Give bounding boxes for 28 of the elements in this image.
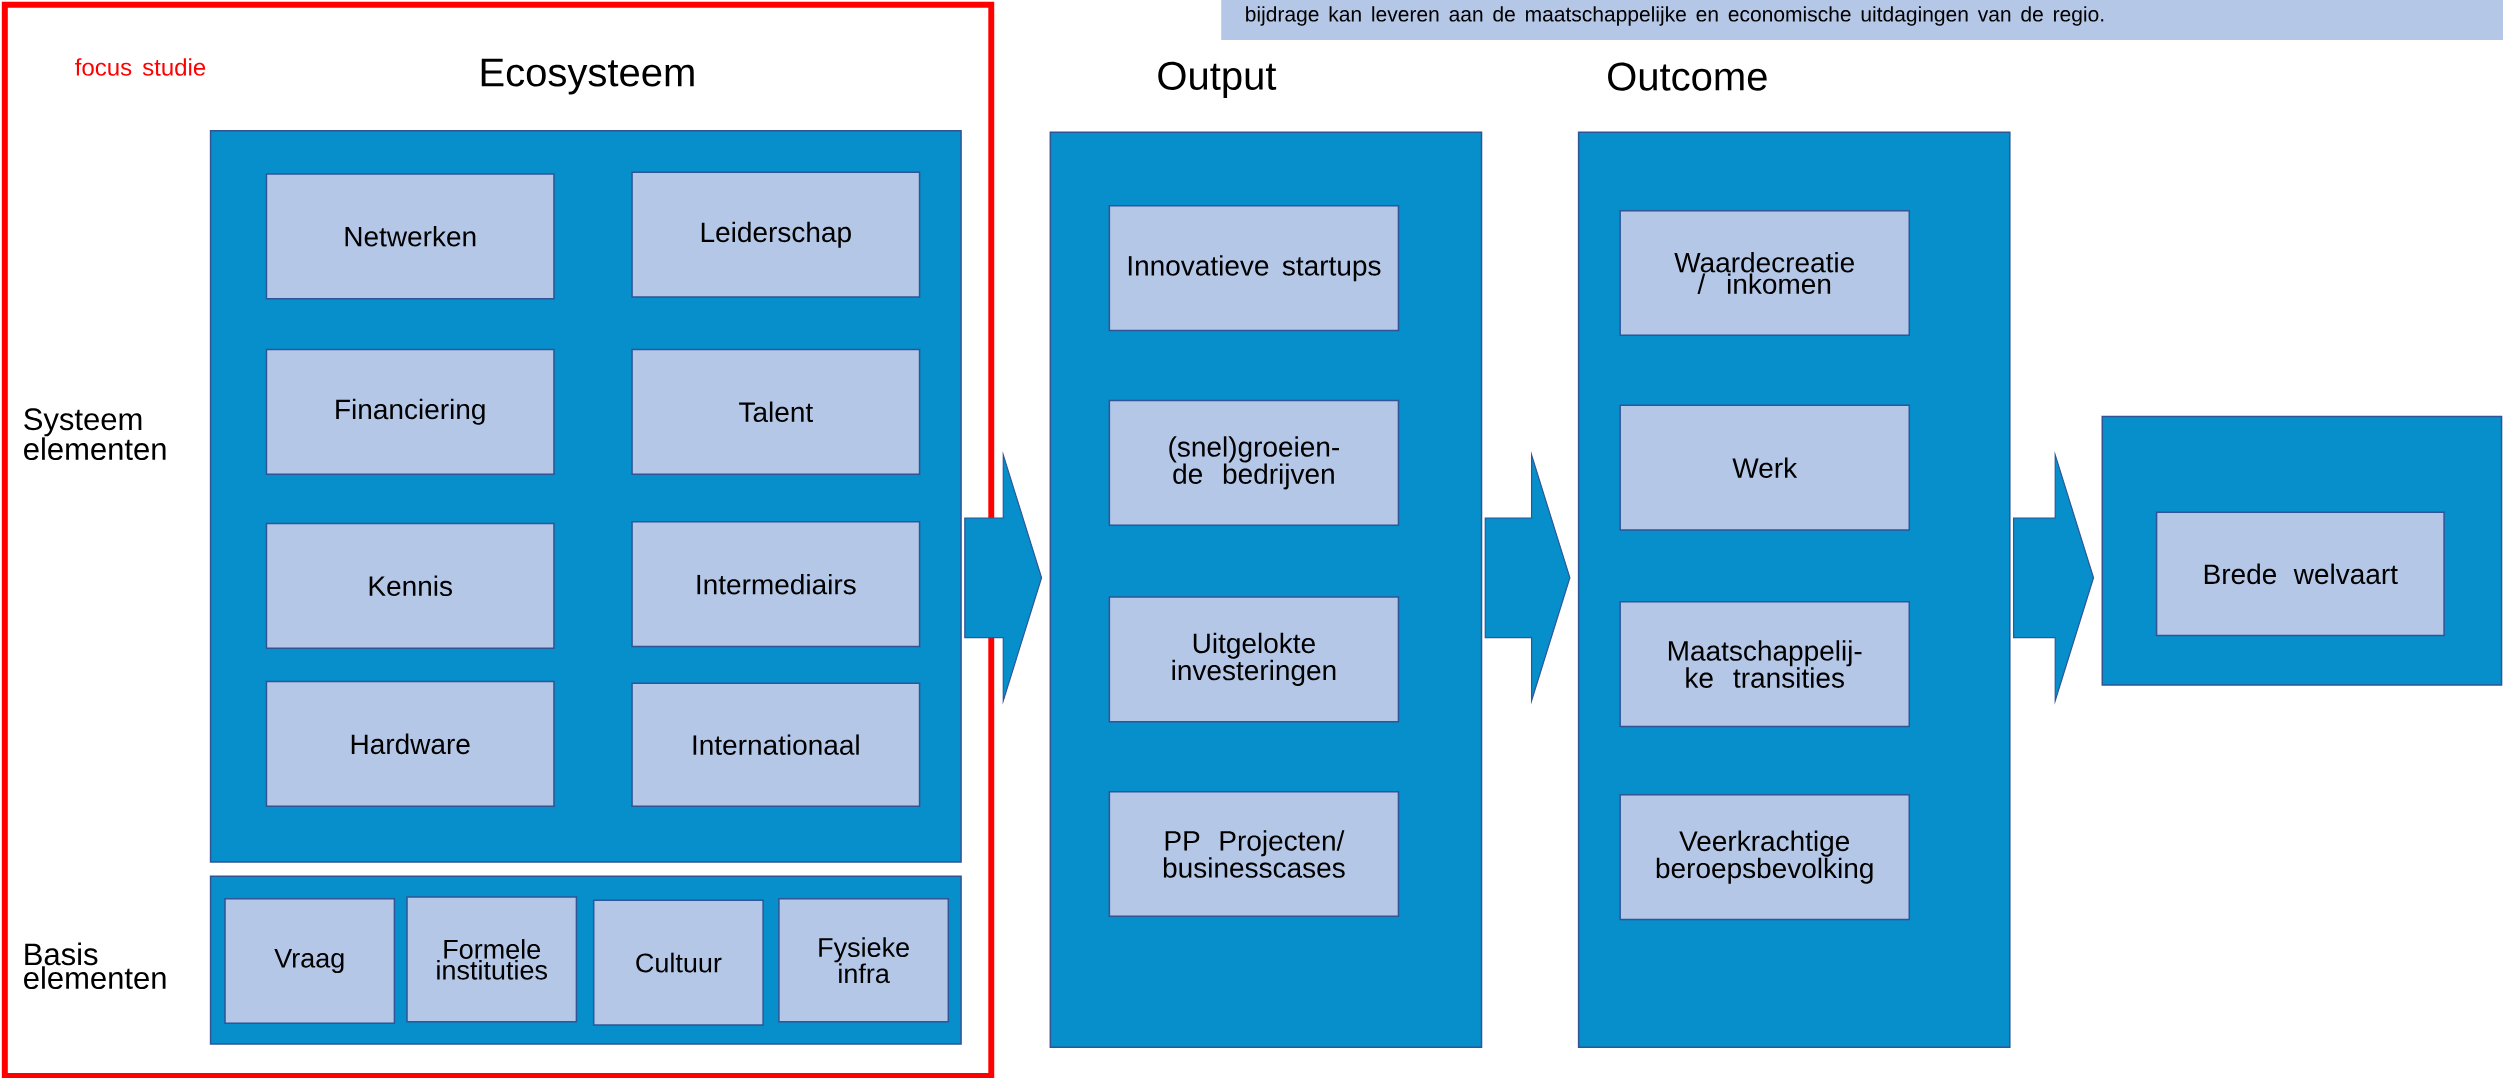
element-box: Netwerken — [265, 173, 555, 300]
block-arrow — [1484, 450, 1571, 705]
element-box: Cultuur — [592, 899, 764, 1026]
side-label: Systeem elementen — [24, 408, 166, 461]
element-box: Vraag — [224, 897, 396, 1025]
element-box: Innovatieve startups — [1108, 205, 1400, 332]
element-box: Werk — [1619, 404, 1910, 531]
element-box: Kennis — [265, 522, 555, 649]
element-box: Intermediairs — [631, 521, 921, 648]
element-box: Maatschappelij- ke transities — [1619, 601, 1910, 728]
element-box: Fysieke infra — [778, 897, 950, 1023]
node-label: Outcome — [1608, 62, 1767, 91]
element-box: Waardecreatie / inkomen — [1619, 209, 1910, 337]
note-box: bijdrage kan leveren aan de maatschappelijke en economische uitdagingen van de regio. — [1221, 0, 2503, 40]
element-box: Brede welvaart — [2155, 511, 2445, 637]
element-box: Financiering — [265, 348, 555, 475]
side-label: Basis elementen — [24, 942, 166, 990]
element-box: Formele instituties — [406, 896, 578, 1023]
element-box: Internationaal — [631, 682, 921, 807]
element-box: Hardware — [265, 680, 555, 807]
node-label: Output — [1158, 61, 1277, 98]
element-box: (snel)groeien- de bedrijven — [1108, 399, 1400, 526]
element-box: Veerkrachtige beroepsbevolking — [1619, 794, 1910, 921]
element-box: Uitgelokte investeringen — [1108, 596, 1400, 723]
element-box: Leiderschap — [631, 171, 921, 298]
node-label: Ecosysteem — [481, 58, 694, 95]
element-box: PP Projecten/ businesscases — [1108, 790, 1400, 918]
element-box: Talent — [631, 348, 921, 475]
